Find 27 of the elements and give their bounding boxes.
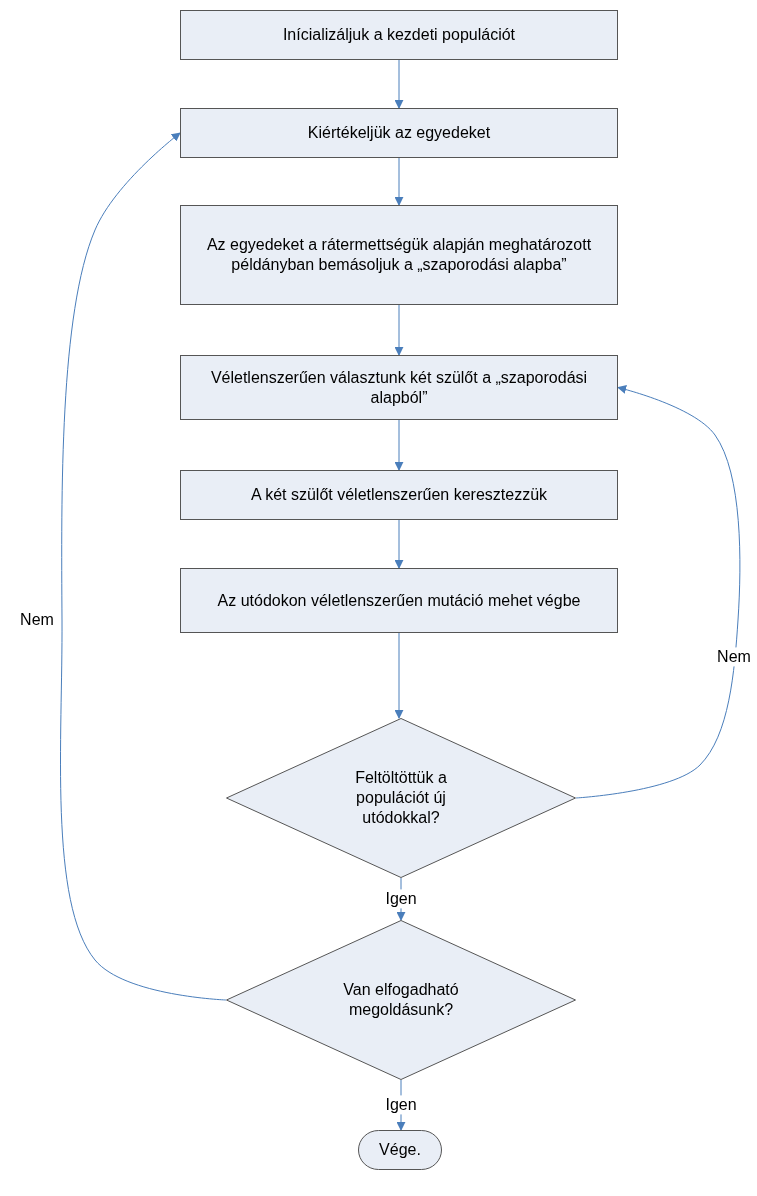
arrow [394, 519, 404, 569]
decision-diamond [226, 920, 576, 1080]
node-text: Véletlenszerűen választunk két szülőt a „szaporodási alapból” [209, 367, 589, 408]
node-text: Vége. [379, 1140, 421, 1160]
process-box [180, 568, 618, 633]
process-box [180, 205, 618, 305]
node-text: Feltöltöttük a populációt új utódokkal? [354, 768, 448, 828]
process-box [180, 10, 618, 60]
arrow [575, 385, 741, 799]
node-text: Az egyedeket a rátermettségük alapján meghatározott példányban bemásoljuk a „szaporodási alapba” [205, 235, 593, 275]
decision-diamond [226, 718, 576, 878]
node-text: Kiértékeljük az egyedeket [307, 123, 491, 143]
process-box [180, 470, 618, 520]
process-box [180, 355, 618, 420]
node-text: Az utódokon véletlenszerűen mutáció mehet végbe [217, 590, 581, 611]
arrow [394, 157, 404, 206]
terminal-box [358, 1130, 442, 1170]
arrow [394, 59, 404, 109]
arrow [60, 132, 227, 1001]
node-text: Van elfogadható megoldásunk? [342, 980, 460, 1020]
node-text: A két szülőt véletlenszerűen keresztezzük [250, 485, 548, 505]
arrow [394, 419, 404, 471]
arrow [394, 304, 404, 356]
arrow [394, 632, 404, 719]
process-box [180, 108, 618, 158]
edge-label: Nem [715, 647, 753, 667]
node-text: Inícializáljuk a kezdeti populációt [282, 25, 516, 45]
